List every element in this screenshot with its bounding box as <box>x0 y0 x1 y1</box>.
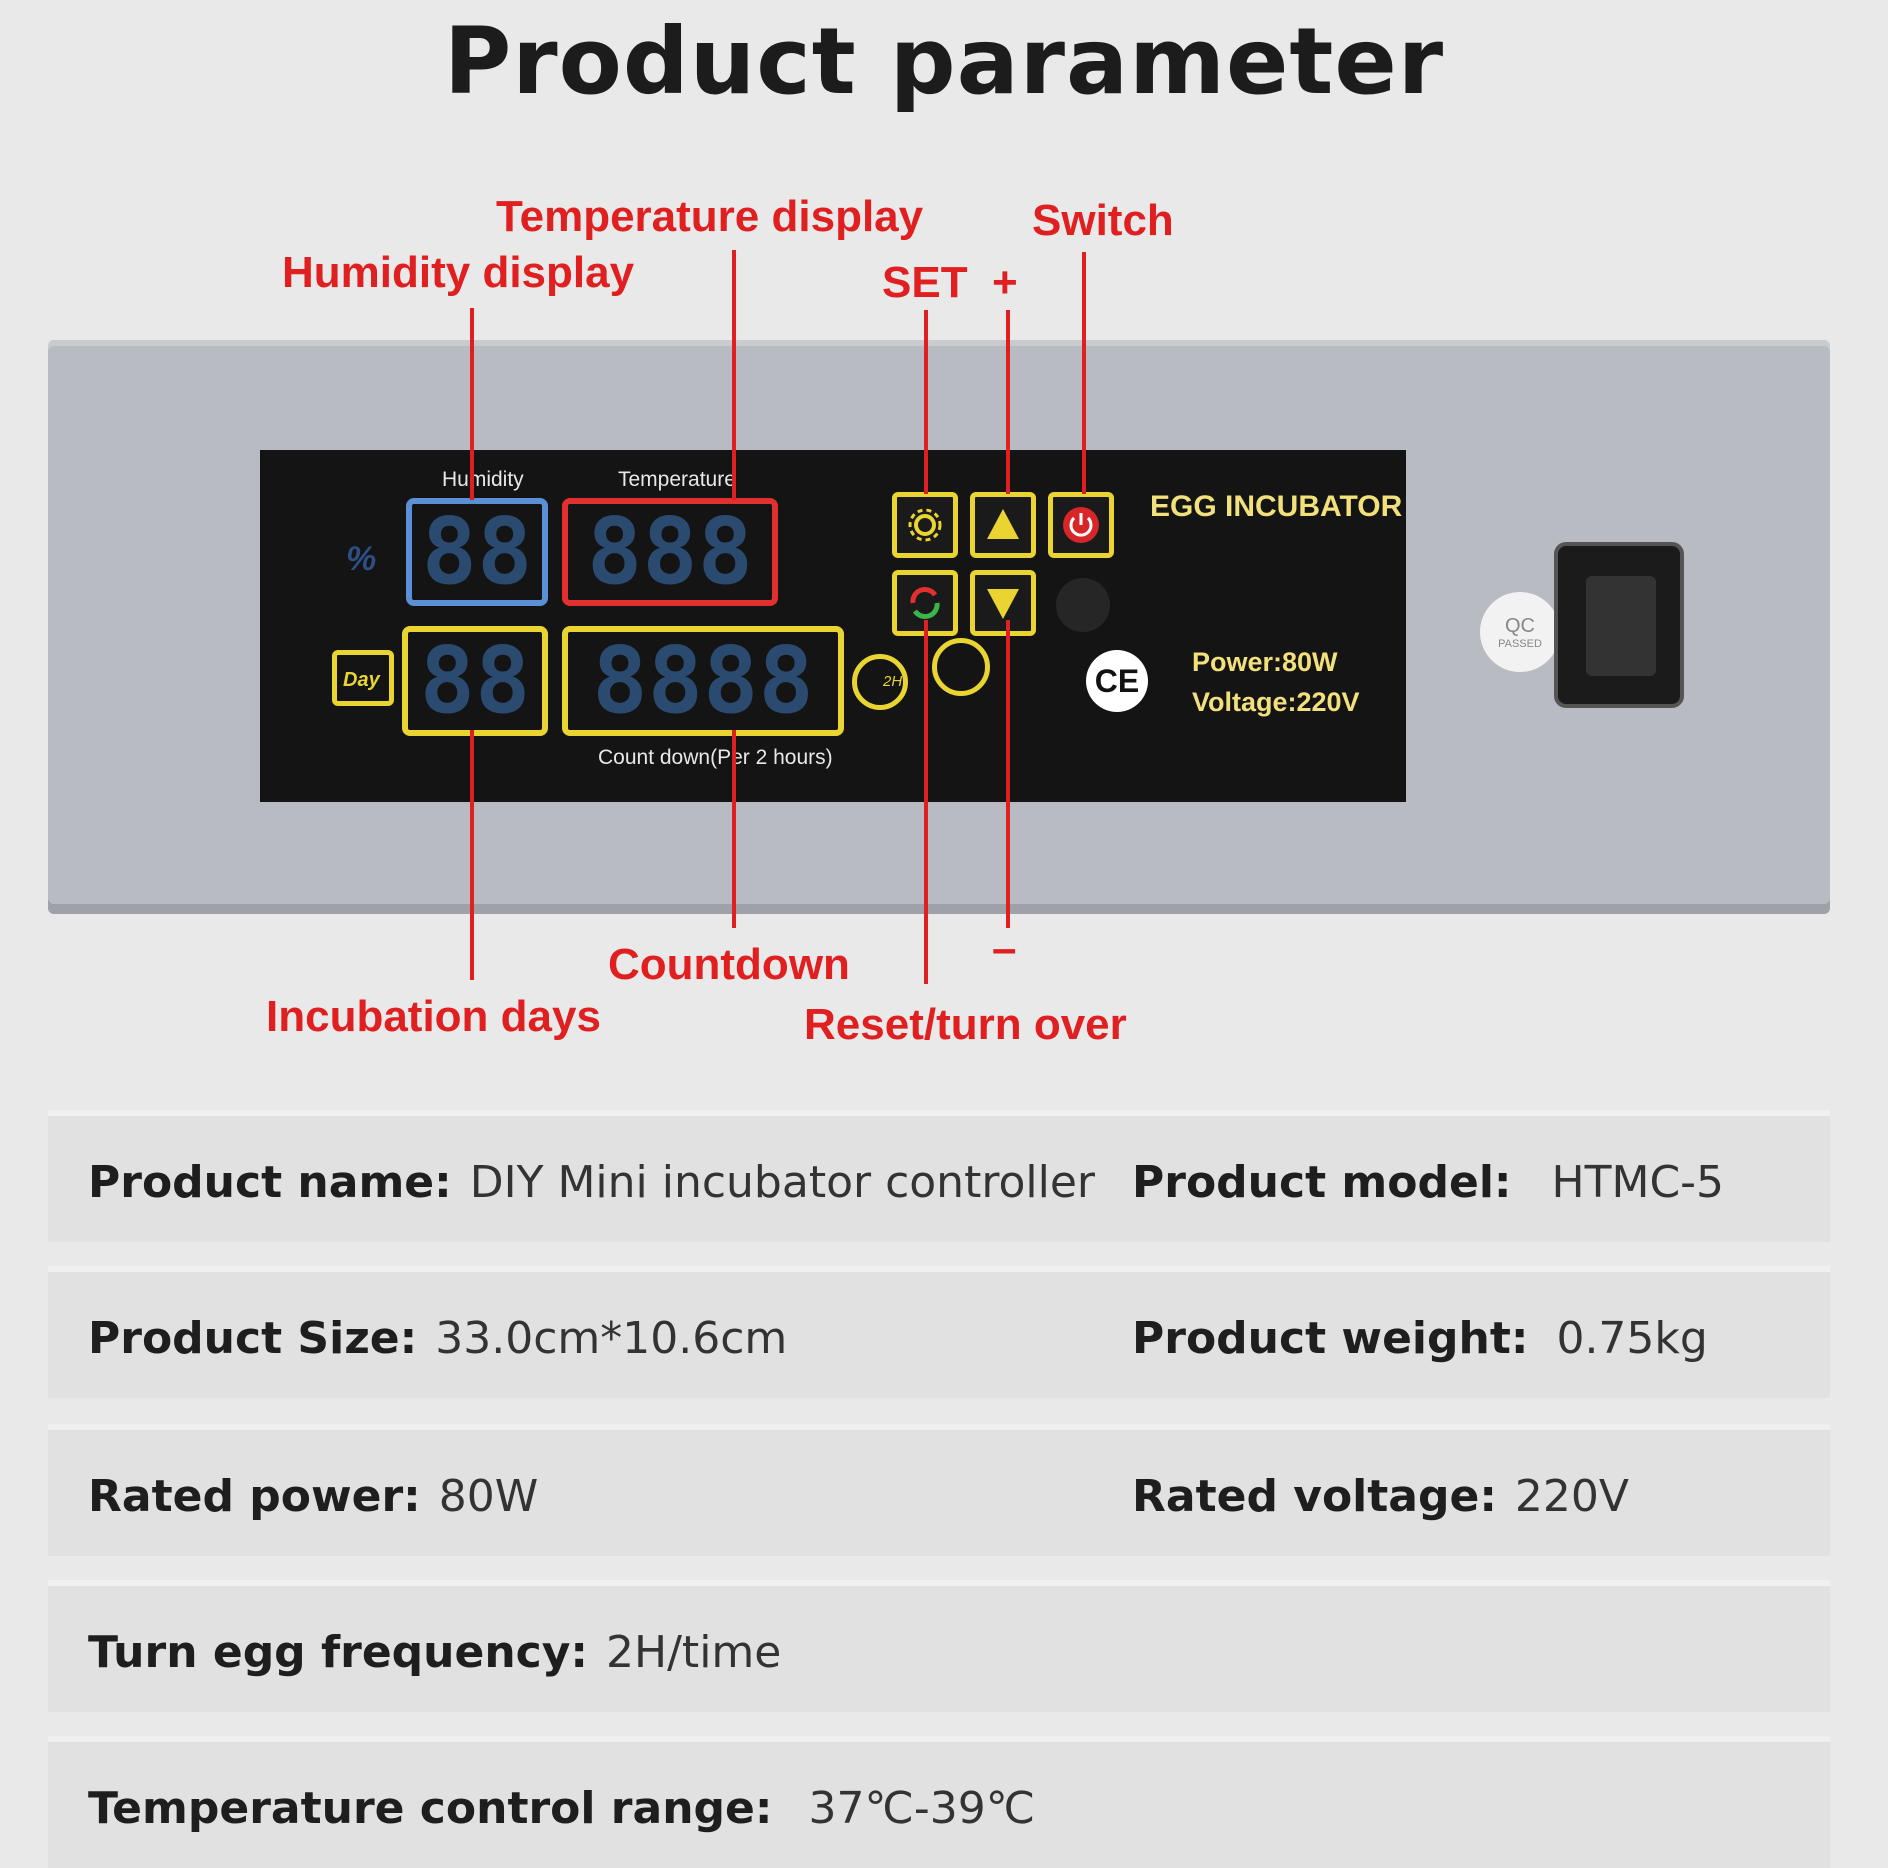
page-title: Product parameter <box>443 8 1445 115</box>
control-panel: Humidity Temperature % 88 888 Day 88 888… <box>260 450 1406 802</box>
spec-value: 0.75kg <box>1556 1312 1708 1364</box>
brand-text: EGG INCUBATOR <box>1150 490 1403 523</box>
temperature-label: Temperature <box>618 468 736 491</box>
power-socket <box>1554 542 1684 708</box>
spec-value: 33.0cm*10.6cm <box>435 1312 788 1364</box>
spec-label: Product name: <box>88 1156 452 1208</box>
spec-rated-voltage: Rated voltage: 220V <box>1132 1430 1629 1562</box>
qc-passed-text: PASSED <box>1498 637 1542 650</box>
spec-row-3: Rated power: 80W Rated voltage: 220V <box>48 1424 1830 1556</box>
spec-value: 80W <box>438 1470 539 1522</box>
voltage-spec: Voltage:220V <box>1192 687 1360 717</box>
gear-icon <box>908 508 942 542</box>
humidity-icon: % <box>346 540 377 578</box>
set-button[interactable] <box>892 492 958 558</box>
minus-button[interactable] <box>970 570 1036 636</box>
calendar-icon: Day <box>332 650 394 706</box>
leader-countdown <box>732 730 736 928</box>
spec-row-5: Temperature control range: 37℃-39℃ <box>48 1736 1830 1868</box>
spec-rated-power: Rated power: 80W <box>88 1430 538 1562</box>
temperature-display: 888 <box>562 498 778 606</box>
callout-incubation-days: Incubation days <box>266 992 601 1041</box>
power-icon <box>1063 507 1099 543</box>
spec-label: Product weight: <box>1132 1312 1529 1364</box>
spec-value: 37℃-39℃ <box>808 1782 1036 1834</box>
spec-row-4: Turn egg frequency: 2H/time <box>48 1580 1830 1712</box>
leader-switch <box>1082 252 1086 494</box>
timer-badge: 2H <box>883 673 903 690</box>
temperature-digits: 888 <box>586 498 754 605</box>
spec-label: Rated power: <box>88 1470 421 1522</box>
spec-row-1: Product name: DIY Mini incubator control… <box>48 1110 1830 1242</box>
spec-product-weight: Product weight: 0.75kg <box>1132 1272 1708 1404</box>
switch-button[interactable] <box>1048 492 1114 558</box>
leader-incubation-days <box>470 730 474 980</box>
ce-mark: CE <box>1086 650 1148 712</box>
spec-label: Rated voltage: <box>1132 1470 1497 1522</box>
humidity-display: 88 <box>406 498 548 606</box>
incubation-days-display: 88 <box>402 626 548 736</box>
days-digits: 88 <box>419 627 531 734</box>
countdown-display: 8888 <box>562 626 844 736</box>
power-spec: Power:80W <box>1192 647 1338 677</box>
leader-minus <box>1006 620 1010 928</box>
humidity-label: Humidity <box>442 468 524 491</box>
callout-switch: Switch <box>1032 196 1174 245</box>
spec-value: HTMC-5 <box>1551 1156 1725 1208</box>
spec-label: Product model: <box>1132 1156 1512 1208</box>
qc-text: QC <box>1505 614 1535 637</box>
spec-product-name: Product name: DIY Mini incubator control… <box>88 1116 1095 1248</box>
indicator-light <box>1056 578 1110 632</box>
humidity-digits: 88 <box>421 498 533 605</box>
down-arrow-icon <box>987 589 1019 619</box>
leader-reset <box>924 620 928 984</box>
countdown-label: Count down(Per 2 hours) <box>598 746 833 769</box>
callout-humidity-display: Humidity display <box>282 248 635 297</box>
spec-turn-egg-frequency: Turn egg frequency: 2H/time <box>88 1586 781 1718</box>
day-badge: Day <box>343 669 380 691</box>
spec-label: Temperature control range: <box>88 1782 773 1834</box>
spec-value: DIY Mini incubator controller <box>469 1156 1095 1208</box>
leader-plus <box>1006 310 1010 494</box>
refresh-icon <box>910 587 940 619</box>
leader-temperature <box>732 250 736 500</box>
callout-temperature-display: Temperature display <box>496 192 924 241</box>
callout-reset-turn-over: Reset/turn over <box>804 1000 1127 1049</box>
up-arrow-icon <box>987 509 1019 539</box>
spec-label: Product Size: <box>88 1312 418 1364</box>
callout-plus: + <box>992 258 1018 307</box>
countdown-digits: 8888 <box>592 627 814 734</box>
spec-temperature-control-range: Temperature control range: 37℃-39℃ <box>88 1742 1035 1868</box>
callout-set: SET <box>882 258 968 307</box>
qc-sticker: QC PASSED <box>1480 592 1560 672</box>
settings-icon <box>932 638 990 696</box>
timer-icon: 2H <box>852 654 908 710</box>
spec-product-size: Product Size: 33.0cm*10.6cm <box>88 1272 787 1404</box>
plus-button[interactable] <box>970 492 1036 558</box>
spec-value: 220V <box>1514 1470 1630 1522</box>
spec-label: Turn egg frequency: <box>88 1626 589 1678</box>
spec-row-2: Product Size: 33.0cm*10.6cm Product weig… <box>48 1266 1830 1398</box>
leader-humidity <box>470 308 474 500</box>
callout-countdown: Countdown <box>608 940 850 989</box>
callout-minus: – <box>992 924 1017 973</box>
leader-set <box>924 310 928 494</box>
spec-product-model: Product model: HTMC-5 <box>1132 1116 1724 1248</box>
spec-value: 2H/time <box>606 1626 782 1678</box>
